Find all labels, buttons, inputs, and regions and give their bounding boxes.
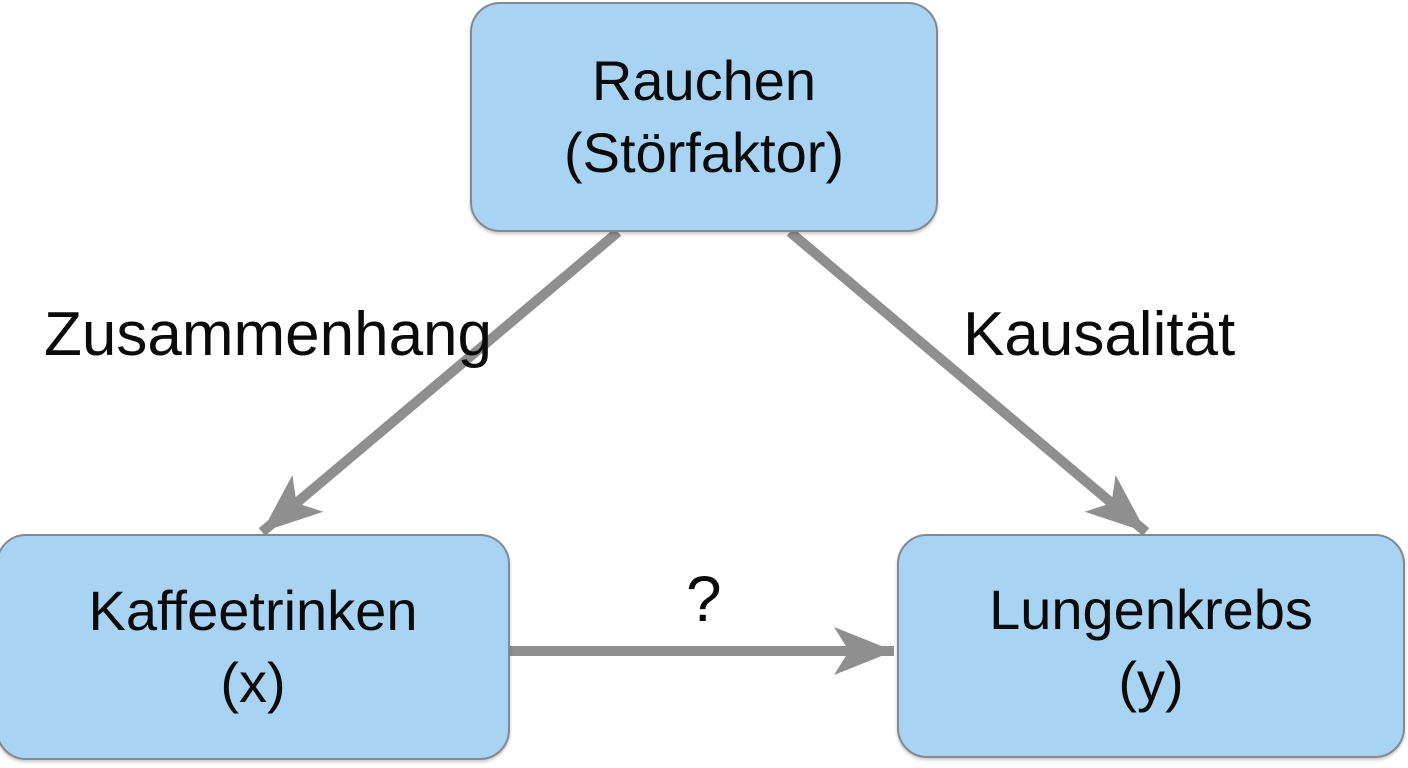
- node-confounder-title: Rauchen: [591, 49, 817, 112]
- node-cause-title: Kaffeetrinken: [88, 579, 418, 642]
- node-effect-title: Lungenkrebs: [989, 578, 1313, 641]
- edge-label-causality: Kausalität: [963, 300, 1236, 369]
- arrow-confounder-to-cause: [258, 228, 622, 536]
- node-effect-subtitle: (y): [1118, 650, 1184, 713]
- node-cause-subtitle: (x): [220, 651, 286, 714]
- node-confounder-subtitle: (Störfaktor): [563, 121, 845, 184]
- node-effect: Lungenkrebs (y): [897, 534, 1405, 758]
- edge-label-association: Zusammenhang: [44, 300, 493, 369]
- node-confounder: Rauchen (Störfaktor): [470, 2, 938, 232]
- edge-label-question: ?: [686, 563, 722, 635]
- arrow-confounder-to-effect: [786, 228, 1150, 536]
- node-cause: Kaffeetrinken (x): [0, 534, 510, 760]
